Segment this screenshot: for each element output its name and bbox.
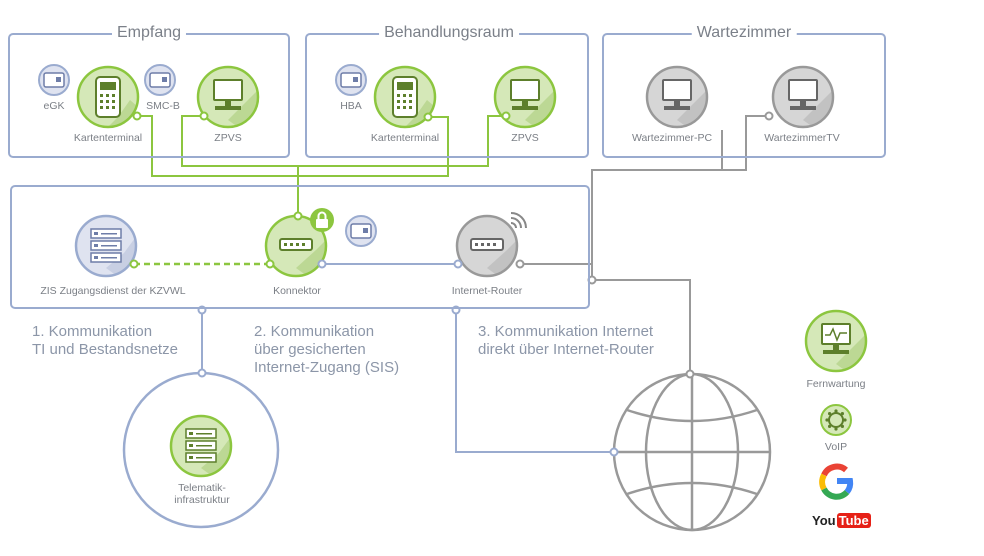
- telematik-circle: [122, 368, 280, 529]
- youtube-logo-you: You: [812, 513, 836, 528]
- voip-label: VoIP: [824, 441, 848, 453]
- kartenterminal-label: Kartenterminal: [73, 132, 143, 144]
- behandlungsraum-title: Behandlungsraum: [379, 24, 519, 42]
- green-connections: [134, 115, 506, 266]
- kommunikation-3-text: 3. Kommunikation Internet direkt über In…: [478, 323, 654, 358]
- behandlungsraum-section: [305, 33, 589, 158]
- kartenterminal-icon: [373, 65, 437, 129]
- fernwartung-label: Fernwartung: [806, 378, 866, 390]
- konnektor-label: Konnektor: [273, 285, 321, 297]
- egk-card-icon: [38, 64, 70, 96]
- empfang-section: [8, 33, 290, 158]
- youtube-logo-tube: Tube: [836, 513, 871, 528]
- smcb-card-icon: [144, 64, 176, 96]
- egk-label: eGK: [43, 100, 65, 112]
- zis-label: ZIS Zugangsdienst der KZVWL: [40, 285, 186, 297]
- lock-icon: [310, 208, 334, 232]
- zpvs-label: ZPVS: [511, 132, 539, 144]
- kommunikation-1-text: 1. Kommunikation TI und Bestandsnetze: [32, 323, 178, 358]
- praxisnetz-section: [10, 185, 590, 309]
- telematik-label: Telematik- infrastruktur: [174, 482, 230, 506]
- blue-connections: [201, 263, 614, 453]
- hba-card-icon: [335, 64, 367, 96]
- internet-router-label: Internet-Router: [451, 285, 523, 297]
- zpvs-label: ZPVS: [214, 132, 242, 144]
- google-logo-icon: [819, 463, 854, 500]
- voip-icon: [820, 404, 852, 436]
- internet-globe-icon: [612, 372, 772, 532]
- wartezimmer-pc-label: Wartezimmer-PC: [631, 132, 713, 144]
- smcb-konnektor-card-icon: [345, 215, 377, 247]
- kartenterminal-icon: [76, 65, 142, 129]
- kartenterminal-label: Kartenterminal: [370, 132, 440, 144]
- kommunikation-2-text: 2. Kommunikation über gesicherten Intern…: [254, 323, 400, 376]
- wartezimmer-title: Wartezimmer: [691, 24, 797, 42]
- wartezimmer-tv-label: WartezimmerTV: [764, 132, 840, 144]
- smcb-label: SMC-B: [146, 100, 180, 112]
- wifi-icon: [510, 212, 527, 229]
- empfang-title: Empfang: [111, 24, 187, 42]
- globe-connection-dots: [609, 369, 695, 457]
- hba-label: HBA: [340, 100, 362, 112]
